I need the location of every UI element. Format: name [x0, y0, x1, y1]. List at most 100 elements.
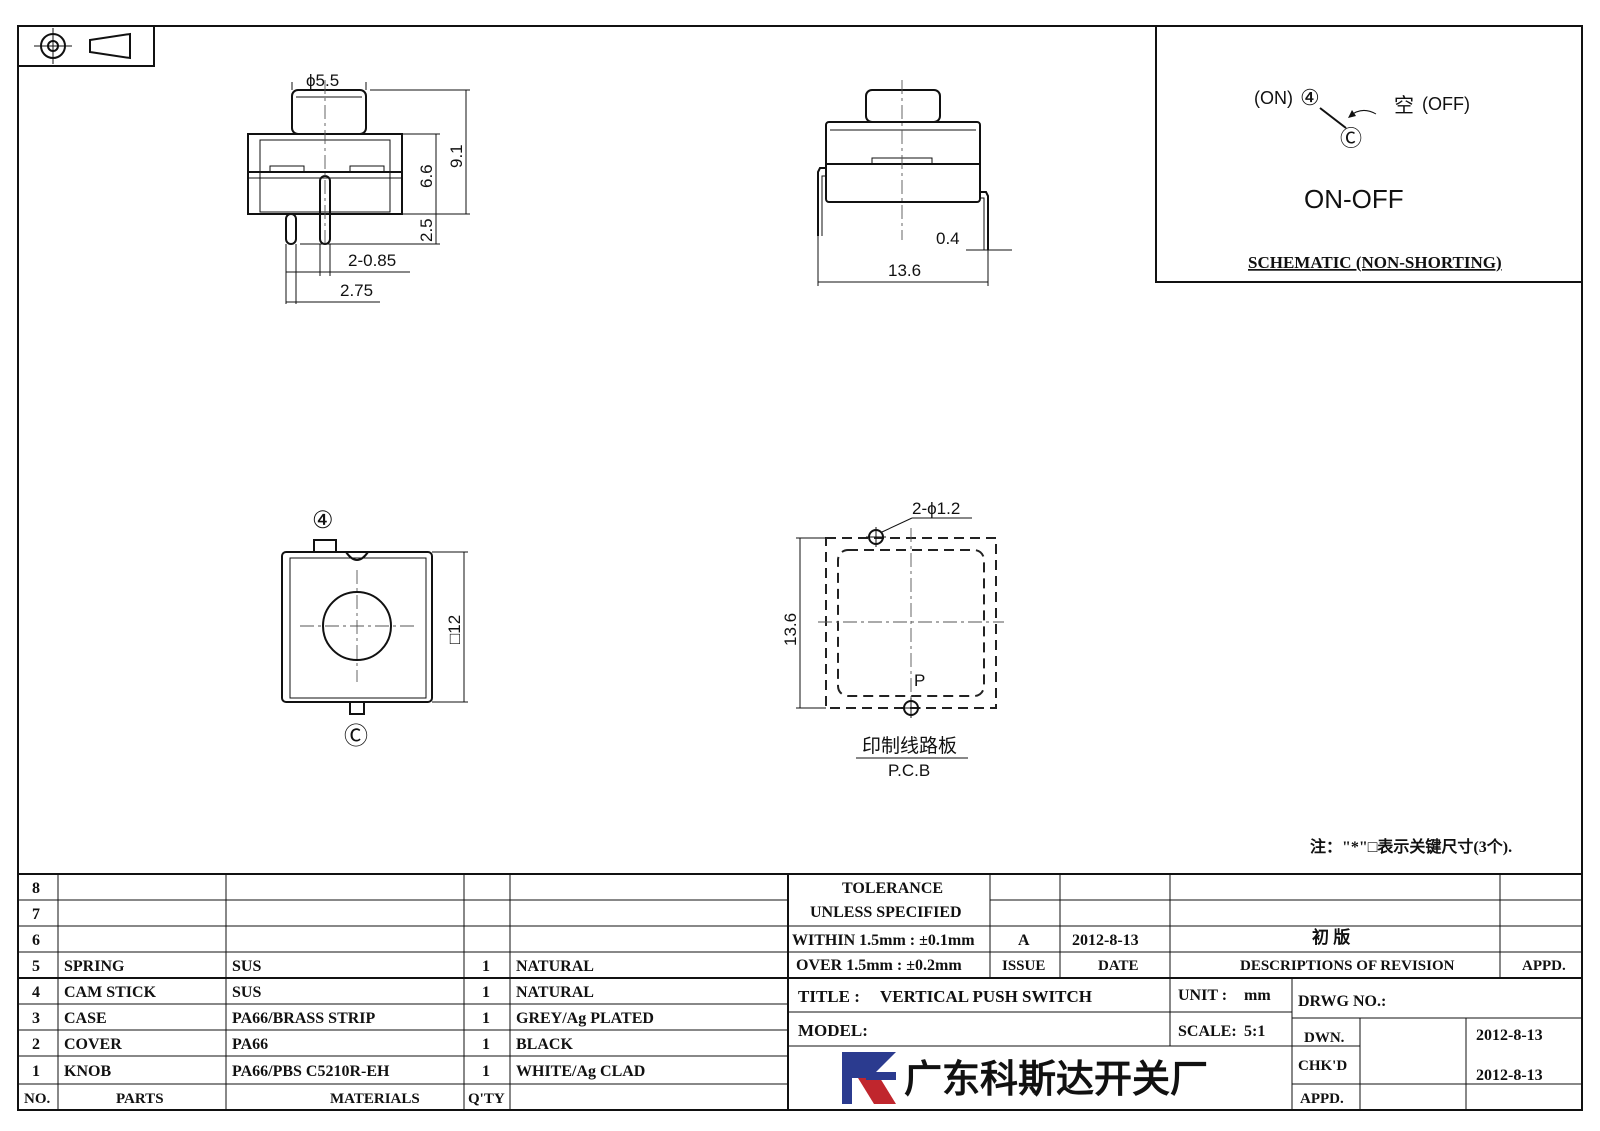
bom-part-3: CASE	[64, 1010, 107, 1027]
schematic-caption: SCHEMATIC (NON-SHORTING)	[1248, 253, 1502, 272]
company-name: 广东科斯达开关厂	[904, 1059, 1208, 1101]
dim-pcb-size: 13.6	[781, 613, 800, 646]
dim-holes: 2-ϕ1.2	[912, 499, 960, 518]
pcb-view: 2-ϕ1.2 P 13.6 印制线路板 P.C.B	[781, 499, 1004, 780]
revision-appd-header: APPD.	[1522, 958, 1566, 974]
bom-header-parts: PARTS	[116, 1091, 164, 1107]
top-notch	[345, 551, 369, 561]
projection-symbol	[17, 25, 155, 67]
schematic-on-label: (ON)	[1254, 88, 1293, 108]
schematic-off-label: (OFF)	[1422, 94, 1470, 114]
side-knob	[865, 89, 941, 123]
bom-no-8: 8	[32, 880, 40, 897]
bom-qty-4: 1	[482, 984, 490, 1001]
bom-finish-4: NATURAL	[516, 984, 594, 1001]
dim-pin-width: 2-0.85	[348, 251, 396, 270]
switch-contact	[1319, 107, 1347, 129]
revision-issue-header: ISSUE	[1002, 958, 1045, 974]
model-label: MODEL:	[798, 1021, 868, 1040]
chkd-label: CHK'D	[1298, 1058, 1347, 1074]
bom-qty-2: 1	[482, 1036, 490, 1053]
scale-label: SCALE:	[1178, 1023, 1237, 1040]
title-label: TITLE :	[798, 987, 860, 1006]
top-terminal-bottom: Ⓒ	[344, 723, 368, 750]
pcb-label-en: P.C.B	[888, 761, 930, 780]
dim-pin-length: 2.5	[417, 218, 436, 242]
dim-height: 9.1	[447, 144, 466, 168]
bom-no-7: 7	[32, 906, 40, 923]
pcb-label-cn: 印制线路板	[862, 735, 957, 757]
bom-material-2: PA66	[232, 1036, 268, 1053]
tolerance-line2: UNLESS SPECIFIED	[810, 904, 962, 921]
bom-no-4: 4	[32, 984, 40, 1001]
revision-date: 2012-8-13	[1072, 932, 1139, 949]
dim-diameter: ϕ5.5	[306, 71, 339, 90]
title-value: VERTICAL PUSH SWITCH	[880, 987, 1092, 1006]
bom-no-2: 2	[32, 1036, 40, 1053]
revision-description: 初 版	[1312, 927, 1350, 947]
key-dimension-note: 注："*"□表示关键尺寸(3个).	[1310, 837, 1512, 856]
bom-part-4: CAM STICK	[64, 984, 157, 1001]
bom-finish-1: WHITE/Ag CLAD	[516, 1063, 645, 1080]
bom-no-1: 1	[32, 1063, 40, 1080]
bom-no-3: 3	[32, 1010, 40, 1027]
tolerance-line1: TOLERANCE	[842, 880, 943, 897]
scale-value: 5:1	[1244, 1023, 1265, 1040]
dim-body: 6.6	[417, 164, 436, 188]
dwn-date: 2012-8-13	[1476, 1027, 1543, 1044]
bom-no-6: 6	[32, 932, 40, 949]
schematic-mode: ON-OFF	[1304, 184, 1404, 214]
unit-value: mm	[1244, 987, 1271, 1004]
schematic-common-terminal: Ⓒ	[1340, 126, 1362, 151]
top-view: ④ Ⓒ □12	[281, 507, 468, 750]
pin-left	[285, 213, 297, 245]
bom-part-2: COVER	[64, 1036, 122, 1053]
schematic-box: (ON) ④ Ⓒ 空 (OFF) ON-OFF SCHEMATIC (NON-S…	[1155, 25, 1583, 283]
bom-header-qty: Q'TY	[468, 1091, 505, 1107]
bom-material-1: PA66/PBS C5210R-EH	[232, 1063, 390, 1080]
side-case	[825, 121, 981, 203]
sheet-border	[17, 25, 1583, 1111]
unit-label: UNIT :	[1178, 987, 1227, 1004]
top-knob	[322, 591, 392, 661]
revision-date-header: DATE	[1098, 958, 1139, 974]
bom-header-no: NO.	[24, 1091, 51, 1107]
dim-width: 13.6	[888, 261, 921, 280]
bom-material-4: SUS	[232, 984, 261, 1001]
side-terminal-left	[817, 167, 826, 236]
bom-part-5: SPRING	[64, 958, 125, 975]
dim-thickness: 0.4	[936, 229, 960, 248]
schematic-off-terminal: 空	[1394, 94, 1414, 117]
revision-desc-header: DESCRIPTIONS OF REVISION	[1240, 958, 1455, 974]
dim-square: □12	[445, 615, 464, 644]
side-view: 0.4 13.6	[817, 80, 1012, 286]
bom-header-materials: MATERIALS	[330, 1091, 420, 1107]
dwn-label: DWN.	[1304, 1030, 1345, 1046]
front-view: ϕ5.5 9.1 6.6 2.5 2-0.85 2.75	[247, 71, 470, 304]
pcb-pad-label: P	[914, 671, 925, 690]
chkd-date: 2012-8-13	[1476, 1067, 1543, 1084]
bom-finish-5: NATURAL	[516, 958, 594, 975]
tolerance-line3: WITHIN 1.5mm : ±0.1mm	[792, 932, 975, 949]
title-block: 8 7 6 5 SPRING SUS 1 NATURAL 4 CAM STICK…	[18, 873, 1582, 1110]
side-terminal-right	[980, 191, 989, 250]
bom-qty-3: 1	[482, 1010, 490, 1027]
top-terminal-top: ④	[312, 507, 334, 534]
bom-finish-2: BLACK	[516, 1036, 573, 1053]
bom-no-5: 5	[32, 958, 40, 975]
bom-qty-1: 1	[482, 1063, 490, 1080]
company-logo-icon	[842, 1052, 896, 1104]
bom-part-1: KNOB	[64, 1063, 111, 1080]
tolerance-line4: OVER 1.5mm : ±0.2mm	[796, 957, 962, 974]
bom-qty-5: 1	[482, 958, 490, 975]
bom-material-3: PA66/BRASS STRIP	[232, 1010, 376, 1027]
drwg-no-label: DRWG NO.:	[1298, 993, 1386, 1010]
dim-pin-pitch: 2.75	[340, 281, 373, 300]
revision-issue: A	[1018, 932, 1030, 949]
bom-finish-3: GREY/Ag PLATED	[516, 1010, 654, 1027]
schematic-on-terminal: ④	[1300, 85, 1320, 110]
appd-label: APPD.	[1300, 1091, 1344, 1107]
bom-material-5: SUS	[232, 958, 261, 975]
